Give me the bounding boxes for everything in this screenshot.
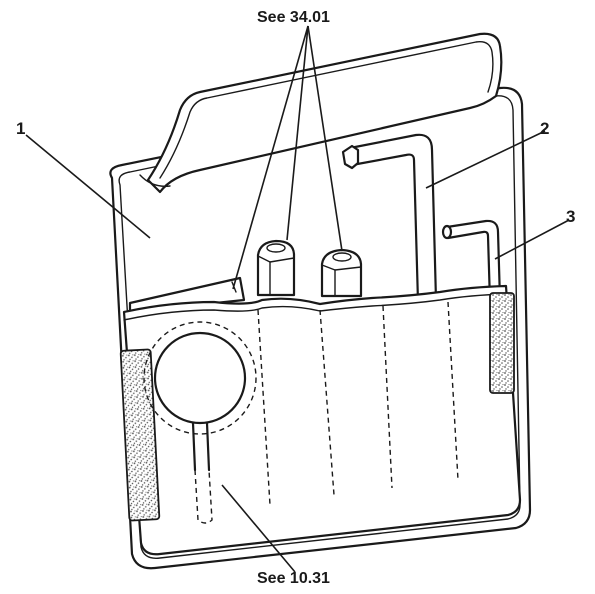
reference-top: See 34.01 bbox=[257, 9, 330, 26]
callout-2: 2 bbox=[540, 119, 549, 138]
leader-lines bbox=[25, 25, 570, 573]
hex-socket-right bbox=[320, 248, 363, 298]
pocket-stitching bbox=[257, 301, 459, 506]
hex-socket-left bbox=[256, 239, 296, 297]
callout-1: 1 bbox=[16, 119, 25, 138]
top-flap bbox=[139, 32, 503, 194]
foam-pad-right bbox=[489, 292, 515, 394]
reference-bottom: See 10.31 bbox=[257, 570, 330, 587]
round-tool bbox=[143, 321, 257, 524]
foam-pad-left bbox=[119, 348, 161, 522]
callout-3: 3 bbox=[566, 207, 575, 226]
